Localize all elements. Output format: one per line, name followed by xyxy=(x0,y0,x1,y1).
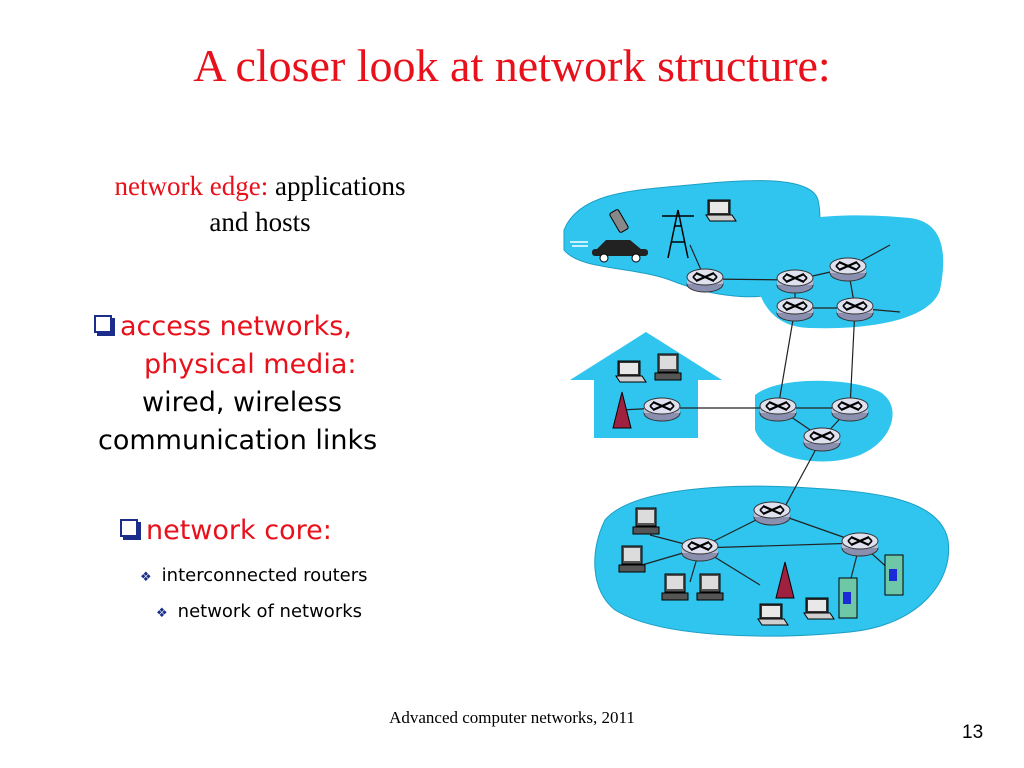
network-edge-label: network edge: xyxy=(114,171,269,201)
router-icon xyxy=(835,296,875,323)
server-icon xyxy=(884,554,904,596)
network-structure-diagram xyxy=(563,180,950,637)
access-line4: communication links xyxy=(98,425,378,456)
square-bullet-icon xyxy=(94,315,112,333)
core-sub-bullet-1-text: interconnected routers xyxy=(161,565,368,586)
cellphone-icon xyxy=(609,209,629,233)
access-line2: physical media: xyxy=(144,349,357,380)
router-icon xyxy=(828,256,868,283)
pc-icon xyxy=(696,573,724,601)
access-line3: wired, wireless xyxy=(142,387,342,418)
pc-icon xyxy=(654,353,682,381)
diamond-bullet-icon: ❖ xyxy=(140,570,152,585)
car-icon xyxy=(570,240,648,263)
page-number: 13 xyxy=(962,722,984,743)
house-icon xyxy=(570,332,722,438)
pc-icon xyxy=(618,545,646,573)
router-icon xyxy=(775,296,815,323)
network-edge-line2: and hosts xyxy=(209,207,311,237)
router-icon xyxy=(830,396,870,423)
network-edge-line1: applications xyxy=(274,171,406,201)
core-sub-bullet-2: ❖ network of networks xyxy=(156,600,362,626)
access-networks-bullet: access networks, physical media: wired, … xyxy=(86,308,476,460)
router-icon xyxy=(685,267,725,294)
router-icon xyxy=(680,536,720,563)
router-icon xyxy=(758,396,798,423)
slide-footer: Advanced computer networks, 2011 xyxy=(389,708,635,727)
network-core-label: network core: xyxy=(146,515,332,546)
slide-title: A closer look at network structure: xyxy=(193,40,831,91)
server-icon xyxy=(838,577,858,619)
square-bullet-icon xyxy=(120,519,138,537)
access-line1: access networks, xyxy=(120,311,352,342)
router-icon xyxy=(752,500,792,527)
pc-icon xyxy=(632,507,660,535)
diamond-bullet-icon: ❖ xyxy=(156,606,168,621)
core-sub-bullet-2-text: network of networks xyxy=(177,601,363,622)
network-edge-text: network edge: applications and hosts xyxy=(70,168,450,240)
pc-icon xyxy=(661,573,689,601)
network-core-bullet: network core: xyxy=(120,512,332,550)
core-sub-bullet-1: ❖ interconnected routers xyxy=(140,564,368,590)
antenna-tower-icon xyxy=(662,209,694,259)
router-icon xyxy=(802,426,842,453)
router-icon xyxy=(775,268,815,295)
router-icon xyxy=(840,531,880,558)
router-icon xyxy=(642,396,682,423)
